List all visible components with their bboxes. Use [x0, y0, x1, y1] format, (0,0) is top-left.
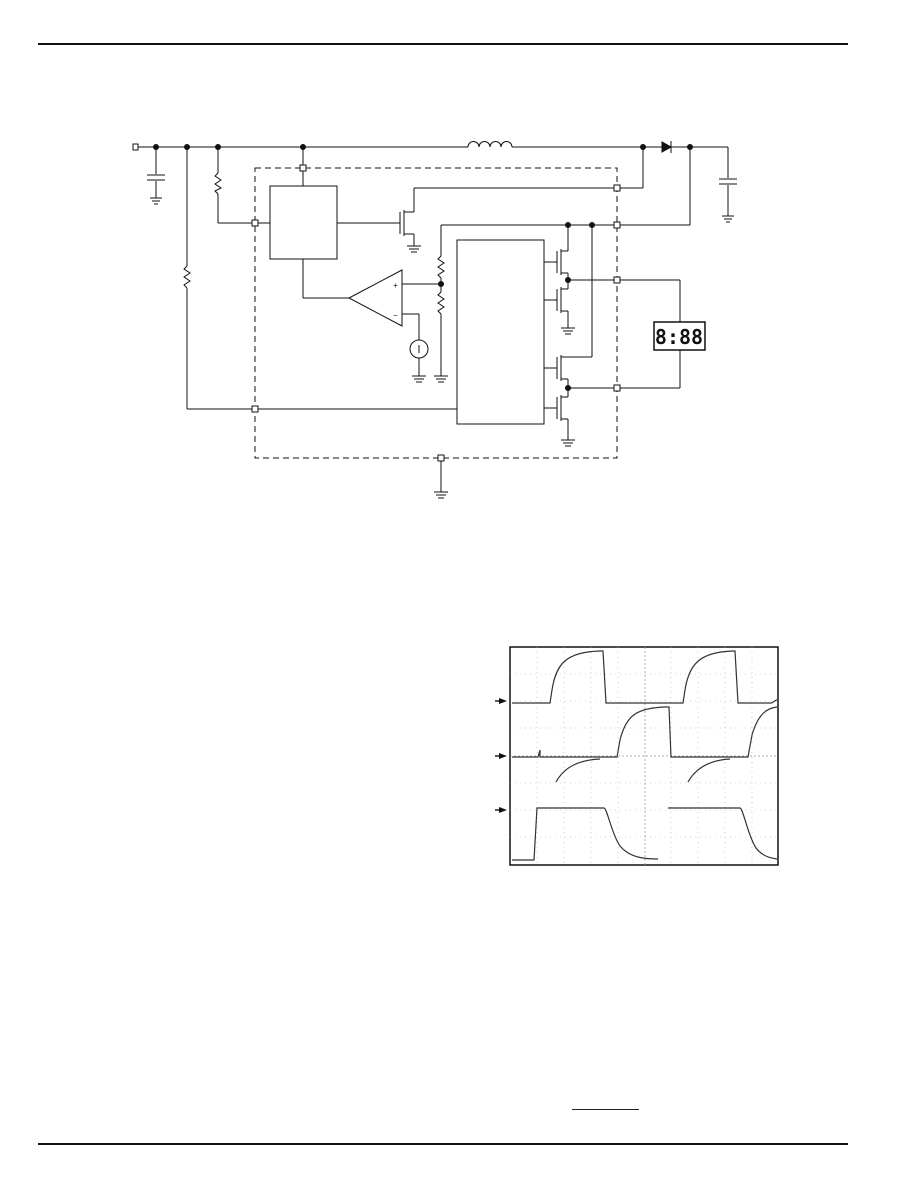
segment-display: 8:88 — [655, 325, 703, 349]
circuit-schematic: + − — [132, 141, 737, 499]
top-rule — [38, 43, 848, 45]
svg-text:−: − — [393, 311, 398, 320]
scope-waveform — [495, 646, 779, 866]
svg-text:+: + — [393, 281, 398, 290]
bottom-rule — [38, 1143, 848, 1145]
signature-line — [572, 1109, 639, 1110]
